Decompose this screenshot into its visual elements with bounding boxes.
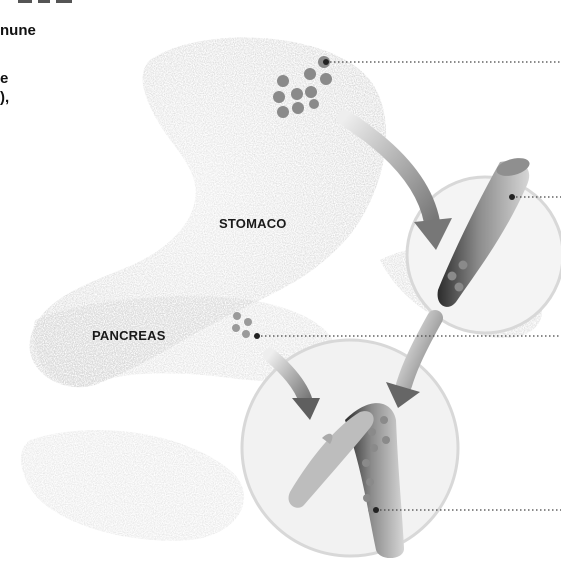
cropped-heading-fragment: [18, 0, 72, 3]
stomach-label: STOMACO: [219, 216, 287, 231]
cropped-text-line-1: nune: [0, 22, 36, 40]
cropped-text-line-3: ),: [0, 89, 9, 107]
cropped-text-line-2: e: [0, 70, 8, 88]
pancreas-label: PANCREAS: [92, 328, 166, 343]
